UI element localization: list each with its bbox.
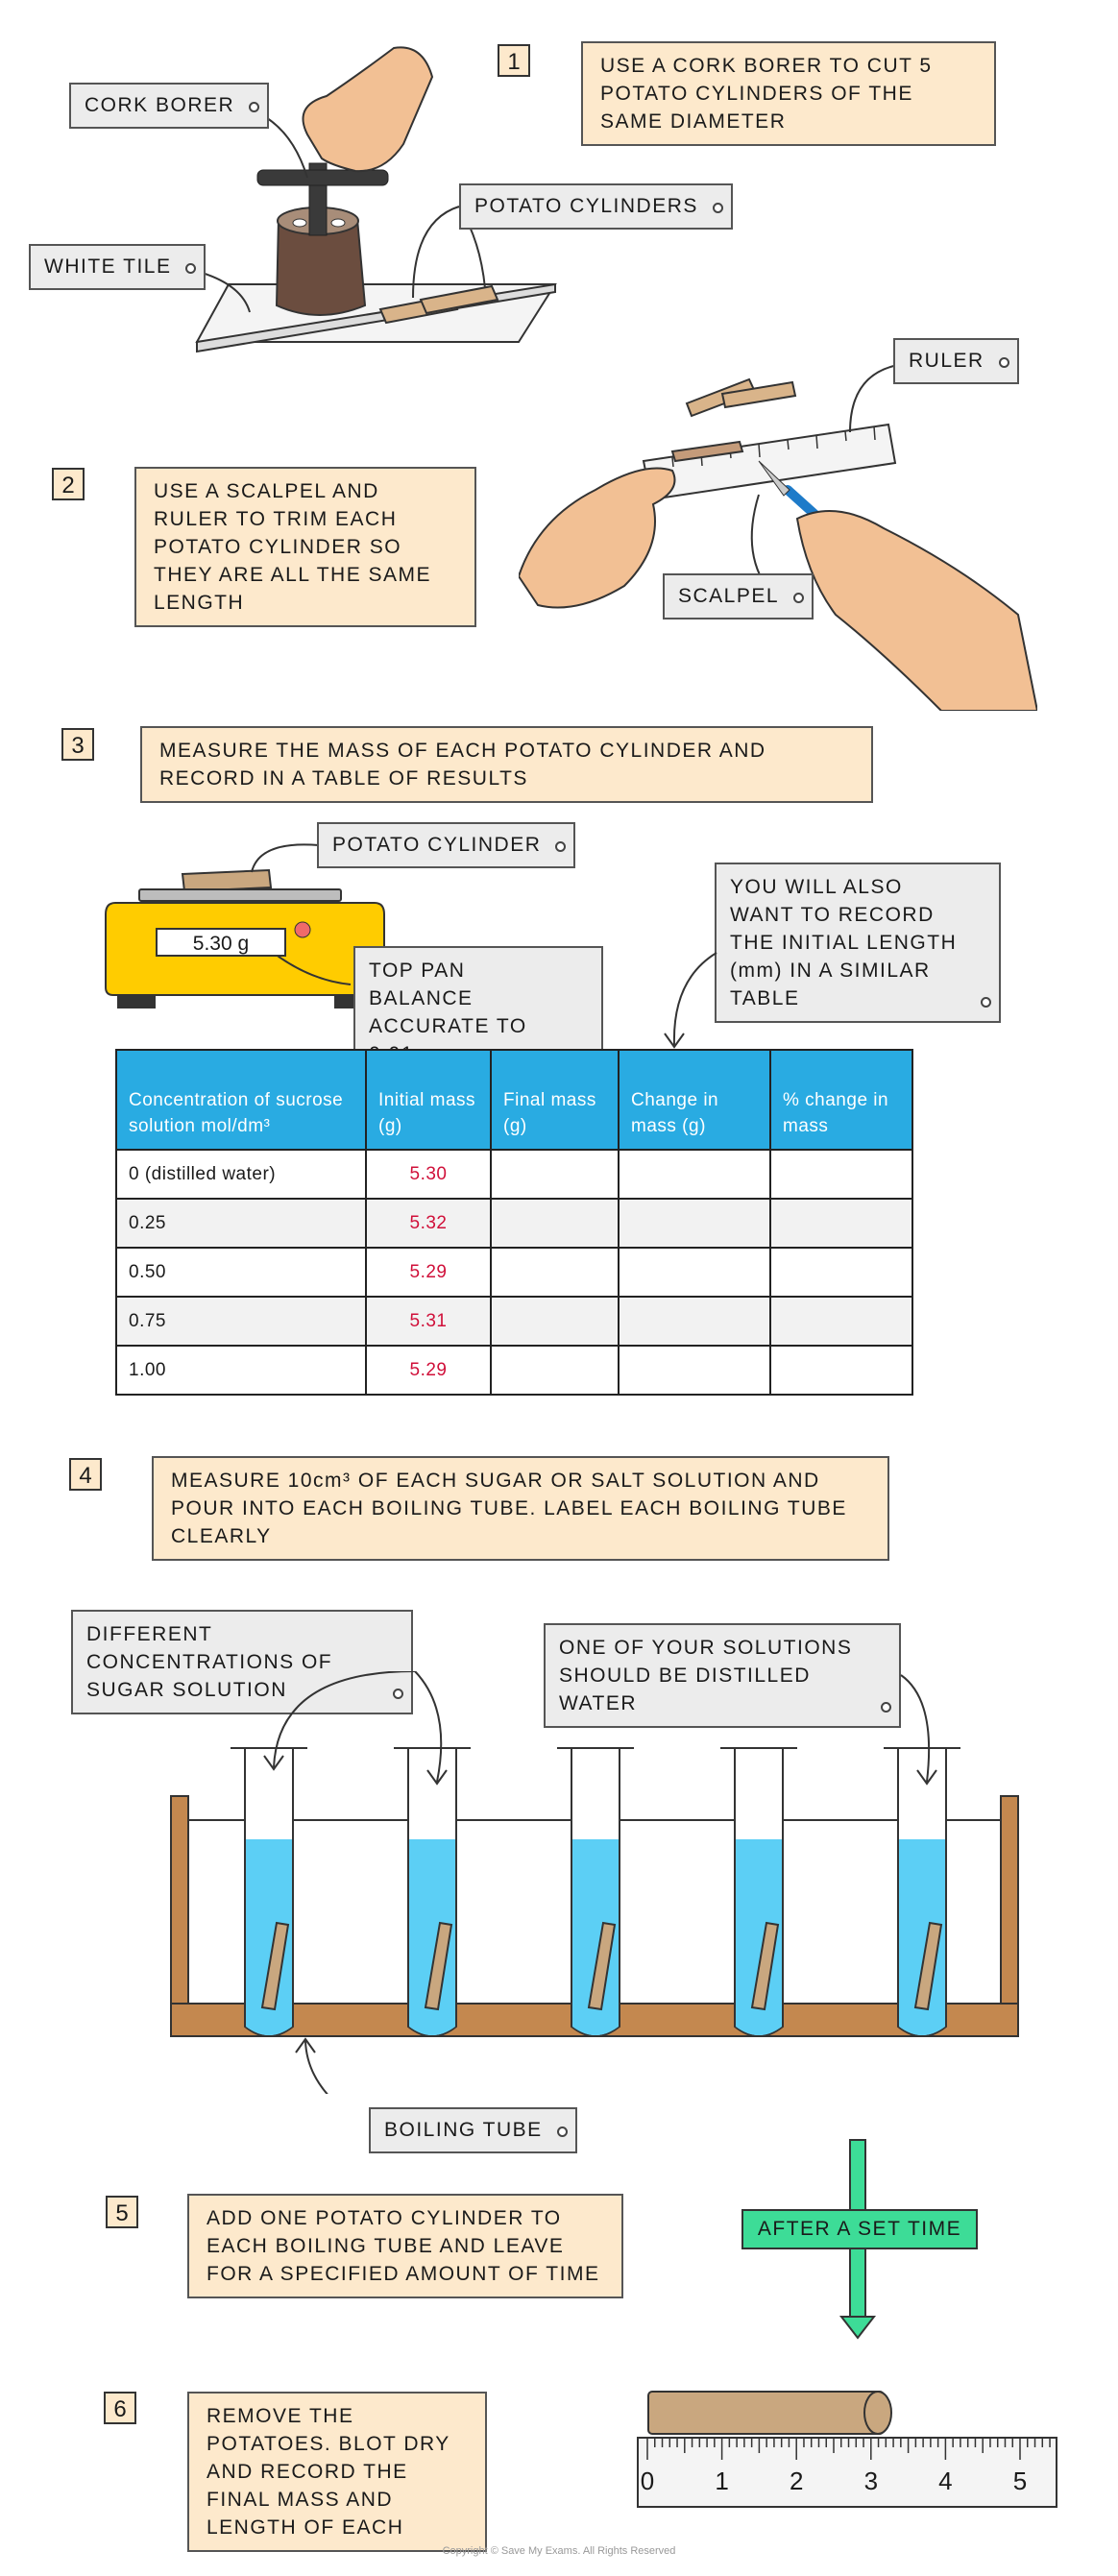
label-potato-cylinder: POTATO CYLINDER xyxy=(317,822,576,868)
after-set-time-banner: AFTER A SET TIME xyxy=(741,2209,978,2249)
header-percent-change: % change in mass xyxy=(769,1049,913,1151)
table-row: 0.50 5.29 xyxy=(115,1247,913,1298)
label-potato-cylinders: POTATO CYLINDERS xyxy=(459,183,733,230)
ruler-tick-label: 2 xyxy=(789,2467,804,2495)
label-different-concentrations: DIFFERENT CONCENTRATIONS OF SUGAR SOLUTI… xyxy=(71,1610,413,1714)
cork-borer-illustration xyxy=(178,46,557,353)
label-scalpel: SCALPEL xyxy=(663,573,814,620)
cell-concentration: 0.25 xyxy=(115,1198,367,1249)
right-hand-shape xyxy=(795,510,1037,711)
boiling-tube-2 xyxy=(394,1747,471,2037)
cell-initial-mass: 5.32 xyxy=(365,1198,492,1249)
boiling-tube-1 xyxy=(231,1747,307,2037)
cell-change xyxy=(618,1296,771,1347)
step-4-number: 4 xyxy=(69,1458,102,1491)
step-3-number: 3 xyxy=(61,728,94,761)
cell-concentration: 1.00 xyxy=(115,1345,367,1396)
left-hand-shape xyxy=(519,467,676,609)
label-ruler: RULER xyxy=(893,338,1019,384)
header-initial-mass: Initial mass (g) xyxy=(365,1049,492,1151)
boiling-tubes-illustration xyxy=(170,1671,1019,2094)
cell-initial-mass: 5.29 xyxy=(365,1345,492,1396)
step-4-text: MEASURE 10cm³ OF EACH SUGAR OR SALT SOLU… xyxy=(152,1456,889,1561)
step-1-number: 1 xyxy=(498,44,530,77)
step-6-text: REMOVE THE POTATOES. BLOT DRY AND RECORD… xyxy=(187,2392,487,2552)
ruler-tick-label: 1 xyxy=(715,2467,729,2495)
table-row: 0 (distilled water) 5.30 xyxy=(115,1149,913,1200)
final-measurement-illustration xyxy=(637,2391,1057,2508)
hand-shape xyxy=(302,46,434,173)
step-2-number: 2 xyxy=(52,468,85,500)
step-5-number: 5 xyxy=(106,2196,138,2228)
header-final-mass: Final mass (g) xyxy=(490,1049,620,1151)
cell-final-mass xyxy=(490,1149,620,1200)
cell-final-mass xyxy=(490,1345,620,1396)
ruler-tick-label: 4 xyxy=(938,2467,953,2495)
header-concentration: Concentration of sucrose solution mol/dm… xyxy=(115,1049,367,1151)
label-cork-borer: CORK BORER xyxy=(69,83,270,129)
ruler-tick-label: 5 xyxy=(1012,2467,1028,2495)
ruler-tick-label: 3 xyxy=(863,2467,879,2495)
cell-final-mass xyxy=(490,1247,620,1298)
cell-concentration: 0.50 xyxy=(115,1247,367,1298)
table-row: 0.25 5.32 xyxy=(115,1198,913,1249)
cell-percent xyxy=(769,1296,913,1347)
step-2-text: USE A SCALPEL AND RULER TO TRIM EACH POT… xyxy=(134,467,476,627)
ruler-scalpel-illustration xyxy=(519,364,1037,711)
cell-change xyxy=(618,1198,771,1249)
cell-change xyxy=(618,1345,771,1396)
label-boiling-tube: BOILING TUBE xyxy=(369,2107,577,2153)
boiling-tube-5 xyxy=(884,1747,960,2037)
cell-final-mass xyxy=(490,1198,620,1249)
ruler-scale: 0 1 2 3 4 5 xyxy=(634,2467,1066,2499)
cell-initial-mass: 5.31 xyxy=(365,1296,492,1347)
cell-percent xyxy=(769,1198,913,1249)
cell-concentration: 0 (distilled water) xyxy=(115,1149,367,1200)
step-6-number: 6 xyxy=(104,2392,136,2424)
cork-borer-handle xyxy=(256,169,389,186)
rack-right-post xyxy=(1000,1795,1019,2037)
ruler-shape xyxy=(637,2437,1057,2508)
label-white-tile: WHITE TILE xyxy=(29,244,207,290)
rack-left-post xyxy=(170,1795,189,2037)
boiling-tube-4 xyxy=(720,1747,797,2037)
cell-concentration: 0.75 xyxy=(115,1296,367,1347)
potato-cylinders-shape xyxy=(378,284,499,325)
step-3-text: MEASURE THE MASS OF EACH POTATO CYLINDER… xyxy=(140,726,873,803)
ruler-tick-label: 0 xyxy=(640,2467,655,2495)
ruler-shape xyxy=(642,423,897,501)
table-row: 1.00 5.29 xyxy=(115,1345,913,1396)
step-1-text: USE A CORK BORER TO CUT 5 POTATO CYLINDE… xyxy=(581,41,996,146)
label-distilled-water: ONE OF YOUR SOLUTIONS SHOULD BE DISTILLE… xyxy=(544,1623,901,1728)
cell-percent xyxy=(769,1345,913,1396)
copyright-text: Copyright © Save My Exams. All Rights Re… xyxy=(442,2545,676,2557)
cell-final-mass xyxy=(490,1296,620,1347)
cell-percent xyxy=(769,1247,913,1298)
boiling-tube-3 xyxy=(557,1747,634,2037)
cell-change xyxy=(618,1247,771,1298)
potato-cylinder-shape xyxy=(647,2391,885,2435)
header-change-in-mass: Change in mass (g) xyxy=(618,1049,771,1151)
balance-display: 5.30 g xyxy=(156,928,286,957)
label-initial-length-note: YOU WILL ALSO WANT TO RECORD THE INITIAL… xyxy=(715,863,1001,1023)
cell-initial-mass: 5.29 xyxy=(365,1247,492,1298)
step-5-text: ADD ONE POTATO CYLINDER TO EACH BOILING … xyxy=(187,2194,623,2298)
results-table: Concentration of sucrose solution mol/dm… xyxy=(115,1049,913,1396)
cell-percent xyxy=(769,1149,913,1200)
cell-change xyxy=(618,1149,771,1200)
table-row: 0.75 5.31 xyxy=(115,1296,913,1347)
cell-initial-mass: 5.30 xyxy=(365,1149,492,1200)
